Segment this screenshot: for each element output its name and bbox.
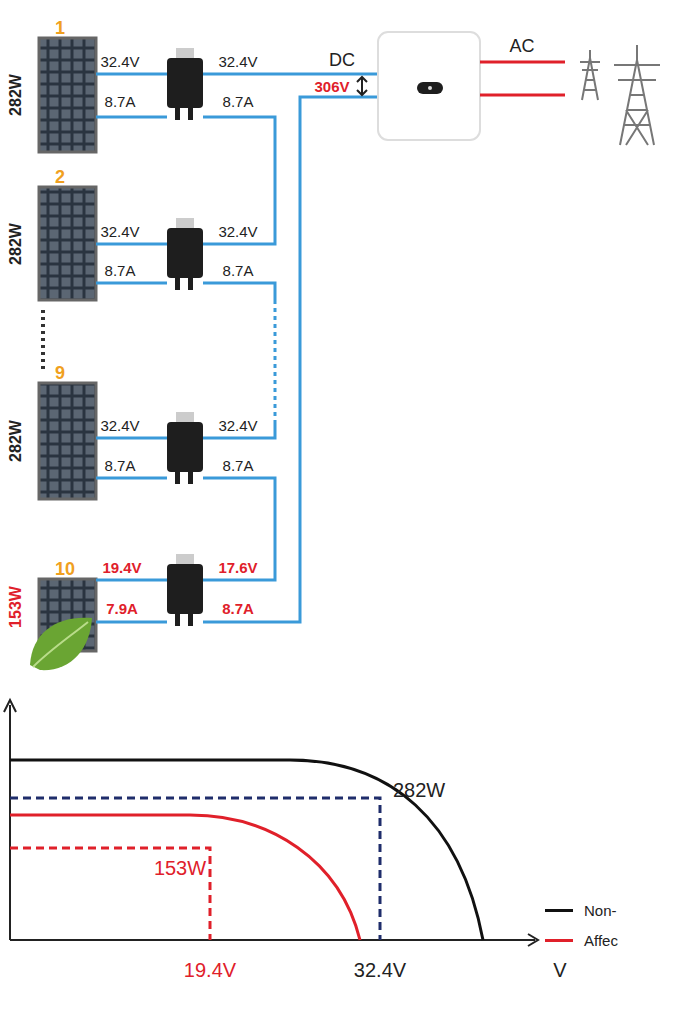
- solar-panel-box: 10153W: [39, 579, 96, 651]
- continuation-dots: [41, 310, 45, 370]
- wire-value: 8.7A: [223, 263, 254, 278]
- wire-value: 8.7A: [223, 458, 254, 473]
- wire-value: 19.4V: [102, 560, 141, 575]
- solar-panel-box: 2282W: [39, 187, 96, 300]
- wire-value: 8.7A: [105, 94, 136, 109]
- legend-text: Affec: [584, 933, 618, 948]
- wire-value: 8.7A: [105, 263, 136, 278]
- wire-value: 8.7A: [222, 601, 254, 616]
- value-label: DC: [329, 51, 355, 69]
- iv-graph: [4, 700, 538, 946]
- wire-value: 32.4V: [218, 224, 257, 239]
- solar-panel: [39, 38, 96, 651]
- panel-number: 9: [55, 364, 65, 382]
- wire-value: 8.7A: [105, 458, 136, 473]
- voltage-arrow: [357, 77, 367, 95]
- wire-value: 8.7A: [223, 94, 254, 109]
- legend-text: Non-: [584, 903, 617, 918]
- panel-number: 1: [55, 19, 65, 37]
- wire-value: 32.4V: [100, 418, 139, 433]
- value-label: V: [553, 960, 566, 980]
- panel-power: 282W: [8, 74, 24, 116]
- wire-value: 32.4V: [218, 418, 257, 433]
- wire-value: 17.6V: [218, 560, 257, 575]
- solar-panel-box: 1282W: [39, 38, 96, 152]
- wire-value: 7.9A: [106, 601, 138, 616]
- optimizer: [167, 48, 203, 626]
- panel-number: 10: [55, 560, 75, 578]
- value-label: 306V: [314, 79, 349, 94]
- pylon: [580, 45, 660, 145]
- value-label: 282W: [393, 780, 445, 800]
- value-label: 153W: [154, 858, 206, 878]
- wire-value: 32.4V: [218, 54, 257, 69]
- leaf-icon: [30, 618, 92, 670]
- dc-wire-gap: [274, 300, 277, 420]
- value-label: 19.4V: [184, 960, 236, 980]
- ac-wire: [480, 62, 565, 95]
- inverter: [378, 32, 480, 140]
- legend-line: [545, 939, 573, 942]
- solar-panel-box: 9282W: [39, 383, 96, 499]
- panel-number: 2: [55, 168, 65, 186]
- wire-value: 32.4V: [100, 224, 139, 239]
- legend-line: [545, 909, 573, 912]
- panel-power: 153W: [8, 586, 24, 628]
- panel-power: 282W: [8, 223, 24, 265]
- panel-power: 282W: [8, 420, 24, 462]
- dc-wire: [96, 74, 378, 622]
- value-label: AC: [509, 37, 534, 55]
- value-label: 32.4V: [354, 960, 406, 980]
- wire-value: 32.4V: [100, 54, 139, 69]
